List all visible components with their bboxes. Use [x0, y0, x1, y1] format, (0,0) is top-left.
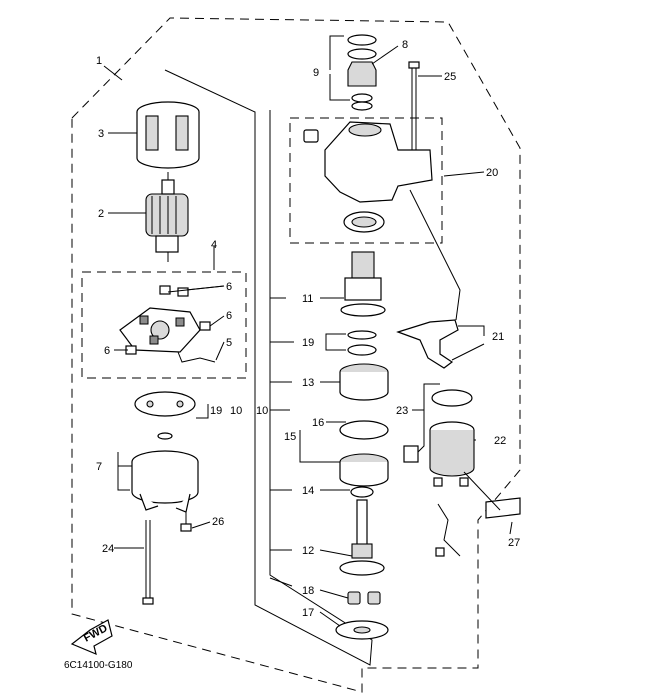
label-2: 2 [98, 208, 104, 220]
label-3: 3 [98, 128, 104, 140]
planet-carrier-shaft [339, 499, 385, 576]
label-8: 8 [402, 39, 408, 51]
label-22: 22 [494, 435, 506, 447]
rear-end-cover [131, 450, 199, 513]
through-bolt-short [408, 61, 420, 160]
label-23: 23 [396, 405, 408, 417]
label-21: 21 [492, 331, 504, 343]
planet-gears [347, 591, 381, 605]
label-4: 4 [211, 239, 217, 251]
leader-lines [103, 35, 513, 627]
label-24: 24 [102, 543, 114, 555]
internal-gear [339, 363, 389, 401]
label-12: 12 [302, 545, 314, 557]
label-18: 18 [302, 585, 314, 597]
label-17: 17 [302, 607, 314, 619]
gear-ring-set [339, 420, 389, 487]
washer-plate [335, 620, 389, 640]
bearing [350, 486, 374, 498]
assembly-boundary [71, 17, 521, 693]
label-13: 13 [302, 377, 314, 389]
drawing-code: 6C14100-G180 [64, 660, 133, 671]
label-26: 26 [212, 516, 224, 528]
retaining-rings [347, 330, 377, 356]
label-10-center: 10 [256, 405, 268, 417]
brush-holder-assembly [119, 285, 216, 363]
solenoid [429, 421, 475, 557]
label-6-right: 6 [226, 310, 232, 322]
stop-ring-set [347, 34, 377, 111]
label-10-left: 10 [230, 405, 242, 417]
label-16: 16 [312, 417, 324, 429]
brush-plate [134, 391, 196, 440]
brush-holder-box [81, 271, 247, 379]
yoke-housing [136, 101, 200, 169]
armature [145, 172, 189, 262]
label-7: 7 [96, 461, 102, 473]
screw [180, 512, 192, 532]
label-15: 15 [284, 431, 296, 443]
through-bolt-long [142, 520, 154, 605]
plunger-parts [403, 389, 473, 463]
shift-lever [396, 319, 459, 369]
label-19-center: 19 [302, 337, 314, 349]
label-25: 25 [444, 71, 456, 83]
label-11: 11 [302, 293, 313, 305]
label-6-top: 6 [226, 281, 232, 293]
label-14: 14 [302, 485, 314, 497]
label-5: 5 [226, 337, 232, 349]
label-19-left: 19 [210, 405, 222, 417]
front-bracket-box [289, 117, 443, 244]
protective-cover [485, 497, 521, 519]
label-27: 27 [508, 537, 520, 549]
label-20: 20 [486, 167, 498, 179]
label-9: 9 [313, 67, 319, 79]
drive-shaft-top [340, 251, 386, 317]
label-6-left: 6 [104, 345, 110, 357]
fwd-arrow [70, 619, 113, 656]
part-number-labels: 1 3 2 4 6 6 5 6 19 10 10 7 24 26 9 8 25 … [96, 39, 520, 619]
label-1: 1 [96, 55, 102, 67]
front-bracket [303, 121, 433, 233]
armature-shaft-group-boundary [164, 69, 373, 666]
